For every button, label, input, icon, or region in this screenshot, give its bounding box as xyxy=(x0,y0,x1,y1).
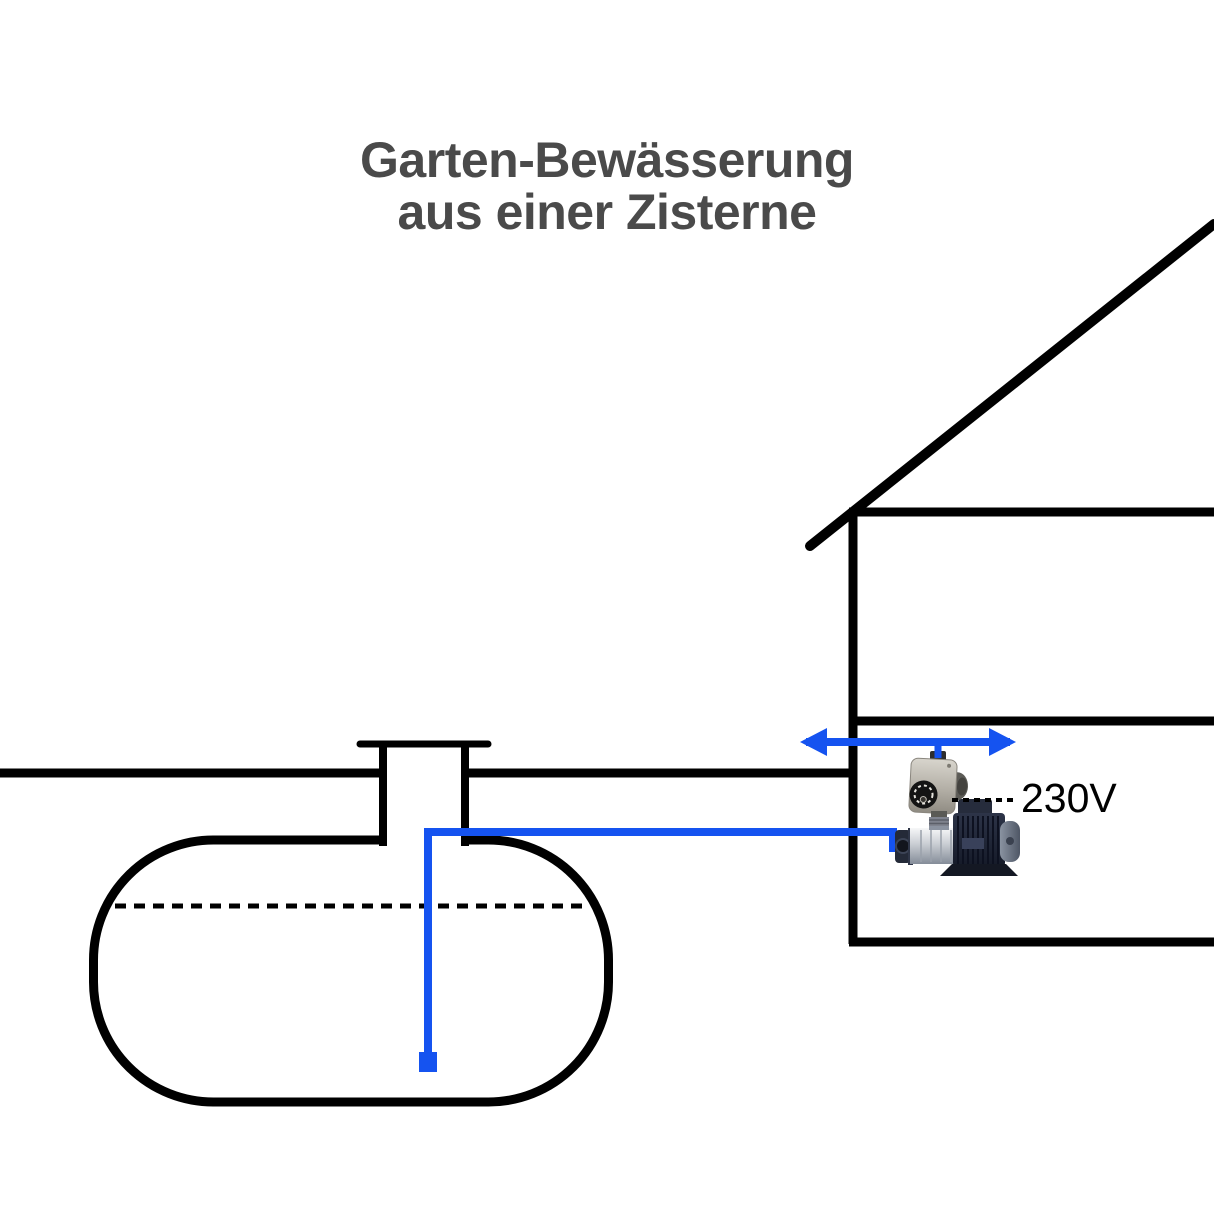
controller-screw xyxy=(947,763,952,768)
pressure-controller xyxy=(908,757,969,815)
house-outline xyxy=(805,219,1214,947)
motor-end-cap xyxy=(1006,837,1014,845)
diagram-title: Garten-Bewässerung aus einer Zisterne xyxy=(0,134,1214,238)
controller-union-thread xyxy=(929,817,949,826)
flow-arrow-head-left xyxy=(800,728,827,756)
voltage-label: 230V xyxy=(1021,775,1117,821)
suction-pipe-group xyxy=(419,828,897,1072)
title-line-1: Garten-Bewässerung xyxy=(360,132,854,188)
controller-dial-scale xyxy=(913,784,934,805)
cistern xyxy=(89,740,613,1107)
roof-line xyxy=(805,219,1214,551)
suction-pipe xyxy=(424,828,897,1056)
cistern-tank-outline xyxy=(89,835,613,1107)
motor-nameplate xyxy=(962,838,984,849)
motor-terminal-box xyxy=(958,799,992,817)
pump-inlet-port xyxy=(895,838,911,854)
title-line-2: aus einer Zisterne xyxy=(397,184,817,240)
flow-arrow-head-right xyxy=(989,728,1016,756)
controller-union-nut xyxy=(931,811,947,818)
pump-base-feet xyxy=(940,864,1018,876)
flow-direction-arrow xyxy=(800,728,1016,758)
controller-side-boss-cap xyxy=(956,777,968,796)
controller-dial-knob xyxy=(919,796,927,804)
motor-cooling-fins xyxy=(957,816,999,864)
suction-foot-valve xyxy=(419,1052,437,1072)
pump-top-port xyxy=(929,823,949,830)
booster-pump xyxy=(895,751,1020,876)
